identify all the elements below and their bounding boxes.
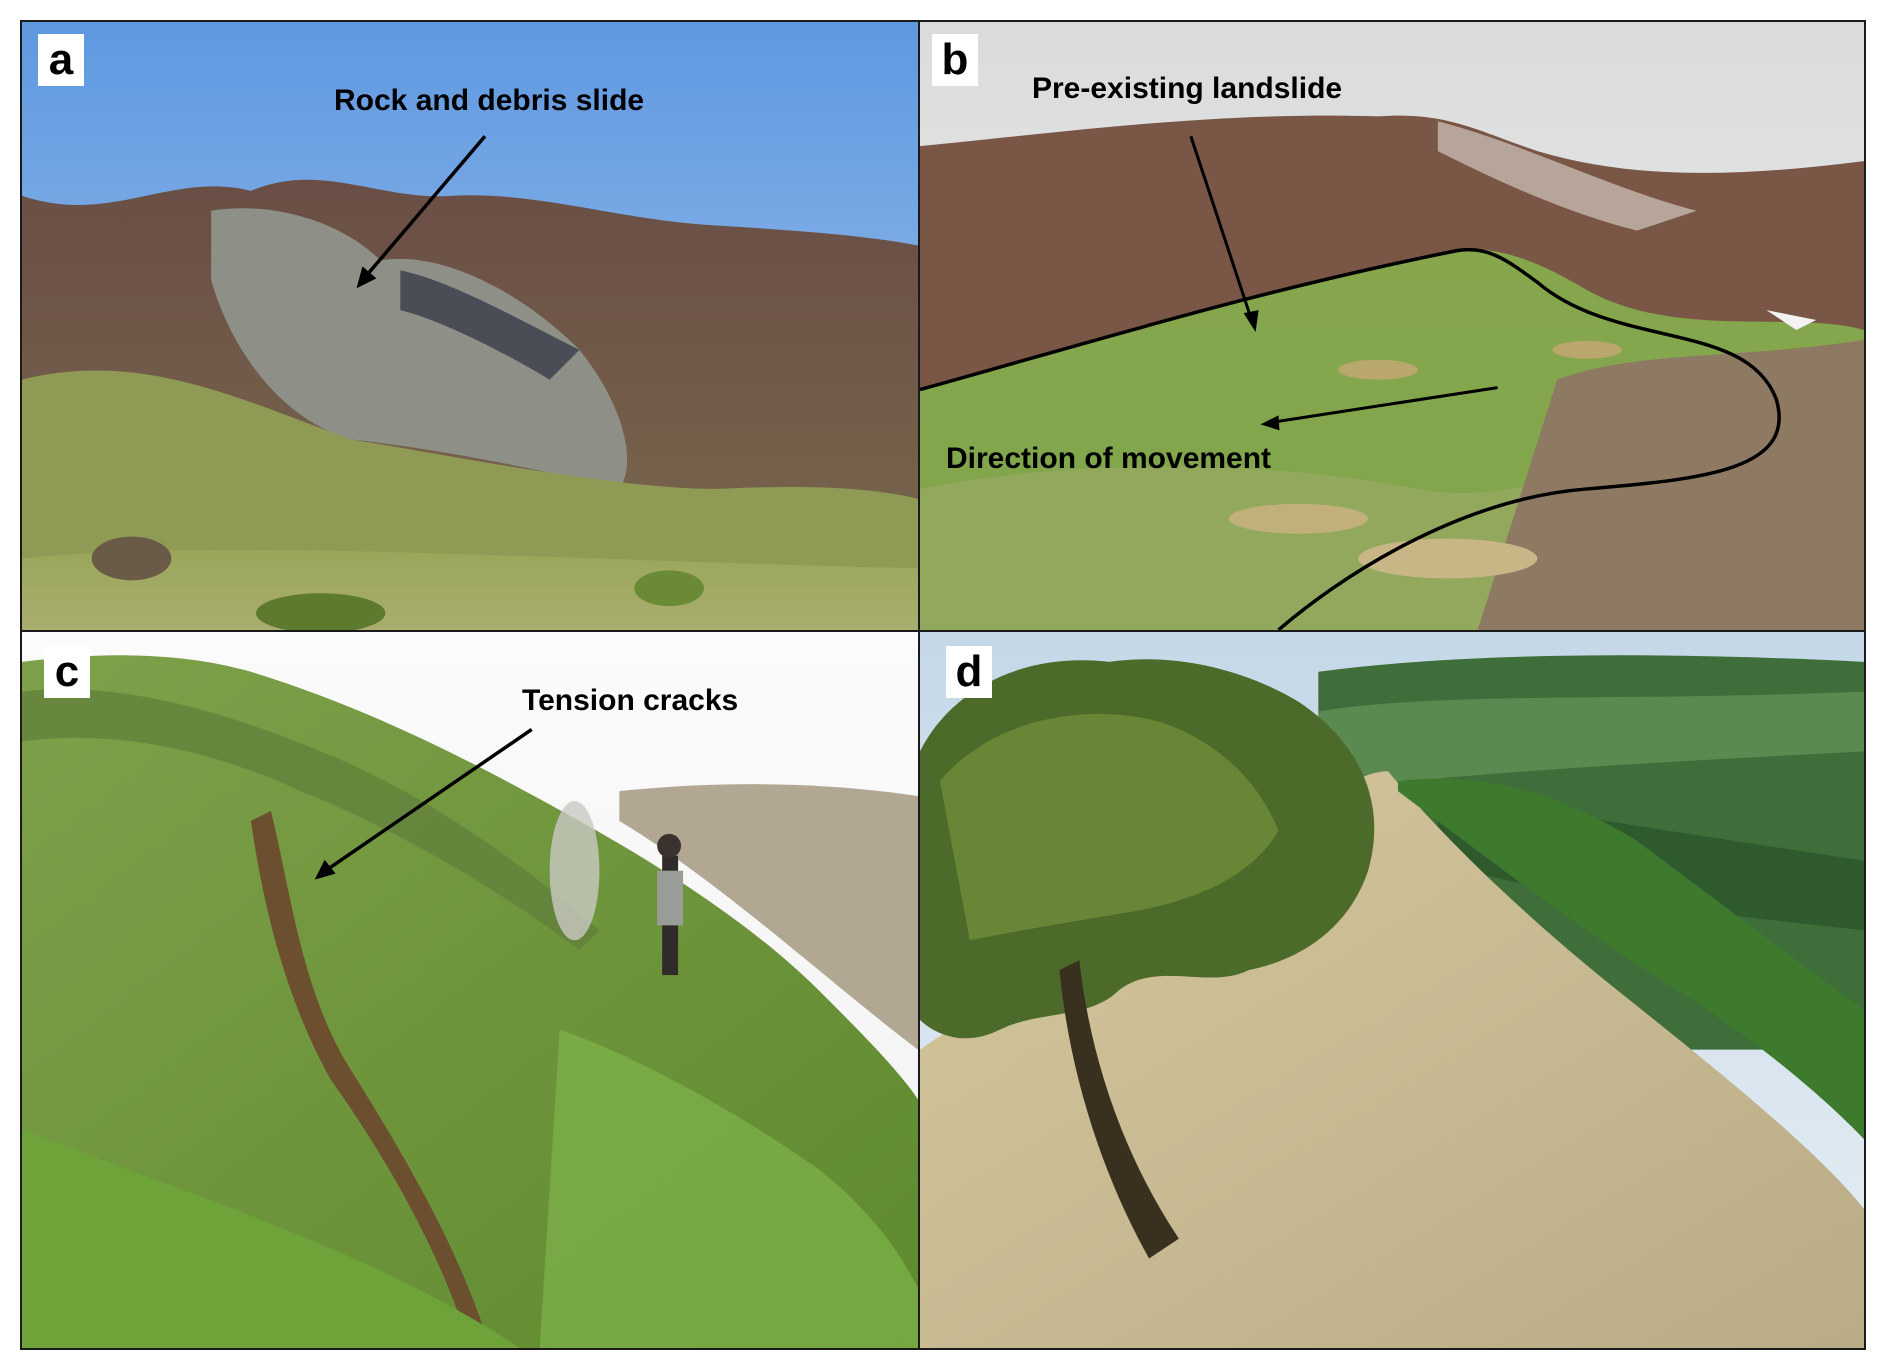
direction-of-movement-label: Direction of movement bbox=[946, 442, 1272, 475]
eroded-slope-photo bbox=[920, 632, 1864, 1348]
panel-d-photo: d bbox=[918, 630, 1866, 1350]
panel-a-photo: a Rock and debris slide bbox=[20, 20, 920, 632]
tension-cracks-photo bbox=[22, 632, 918, 1348]
rock-debris-slide-photo bbox=[22, 22, 918, 630]
pre-existing-landslide-label: Pre-existing landslide bbox=[1032, 72, 1343, 105]
panel-d-letter: d bbox=[946, 646, 992, 698]
rock-debris-slide-label: Rock and debris slide bbox=[334, 84, 645, 117]
tension-cracks-label: Tension cracks bbox=[522, 684, 739, 717]
panel-a-letter: a bbox=[38, 34, 84, 86]
panel-c-photo: c Tension cracks bbox=[20, 630, 920, 1350]
panel-b-photo: b Pre-existing landslide Direction of mo… bbox=[918, 20, 1866, 632]
panel-b-letter: b bbox=[932, 34, 978, 86]
panel-c-letter: c bbox=[44, 646, 90, 698]
pre-existing-landslide-photo bbox=[920, 22, 1864, 630]
